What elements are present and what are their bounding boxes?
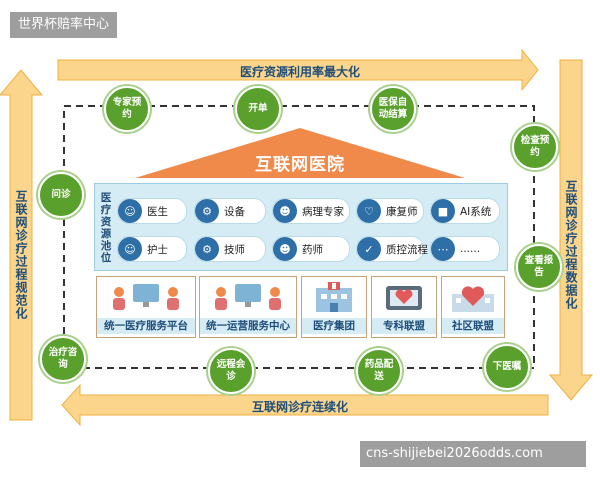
resource-pharmacist: ☻ 药师 — [272, 236, 350, 262]
monitor-people-icon — [113, 284, 179, 310]
card-community-alliance: 社区联盟 — [441, 276, 505, 338]
community-heart-icon — [452, 286, 494, 312]
circle-inquiry: 问诊 — [38, 172, 84, 218]
more-icon: ⋯ — [431, 237, 455, 261]
doctor-icon: ☺ — [118, 199, 142, 223]
circle-register: 开单 — [235, 86, 281, 132]
watermark-top: 世界杯赔率中心 — [10, 12, 118, 38]
quality-icon: ✓ — [357, 237, 381, 261]
resource-more: ⋯ ...... — [430, 236, 500, 262]
rehab-icon: ♡ — [357, 199, 381, 223]
card-specialty-alliance: 专科联盟 — [371, 276, 437, 338]
roof-title: 互联网医院 — [255, 155, 345, 175]
resource-pool-label: 医疗资源池位 — [100, 192, 112, 264]
right-bar-label: 互联网诊疗过程数据化 — [564, 180, 578, 310]
card-medical-service-platform: 统一医疗服务平台 — [96, 276, 196, 338]
circle-consult: 治疗咨询 — [40, 336, 86, 382]
circle-remote: 远程会诊 — [208, 348, 254, 394]
robot-icon: ■ — [431, 199, 455, 223]
resource-nurse: ☺ 护士 — [117, 236, 187, 262]
bottom-arrow — [61, 383, 549, 427]
circle-insurance: 医保自动结算 — [370, 86, 416, 132]
monitor-people-icon — [215, 284, 281, 310]
top-bar-label: 医疗资源利用率最大化 — [239, 65, 360, 79]
resource-equipment: ⚙ 设备 — [194, 198, 266, 224]
circle-order: 下医嘱 — [484, 344, 530, 390]
pharmacist-icon: ☻ — [273, 237, 297, 261]
resource-doctor: ☺ 医生 — [117, 198, 187, 224]
card-operation-center: 统一运营服务中心 — [199, 276, 297, 338]
resource-rehab: ♡ 康复师 — [356, 198, 424, 224]
technician-icon: ⚙ — [195, 237, 219, 261]
pathologist-icon: ☻ — [273, 199, 297, 223]
dashed-frame — [63, 105, 535, 369]
circle-report: 查看报告 — [516, 244, 562, 290]
resource-quality: ✓ 质控流程 — [356, 236, 428, 262]
watermark-bottom: cns-shijiebei2026odds.com — [360, 441, 586, 467]
resource-ai: ■ AI系统 — [430, 198, 500, 224]
resource-technician: ⚙ 技师 — [194, 236, 266, 262]
hospital-building-icon — [316, 282, 352, 312]
circle-checkup: 检查预约 — [512, 124, 558, 170]
equipment-icon: ⚙ — [195, 199, 219, 223]
bottom-bar-label: 互联网诊疗连续化 — [251, 400, 348, 414]
nurse-icon: ☺ — [118, 237, 142, 261]
top-arrow — [57, 48, 539, 92]
device-heart-icon — [386, 286, 422, 310]
circle-expert-appointment: 专家预约 — [104, 86, 150, 132]
left-bar-label: 互联网诊疗过程规范化 — [14, 190, 28, 320]
circle-delivery: 药品配送 — [356, 348, 402, 394]
right-arrow — [548, 59, 594, 401]
roof — [135, 128, 465, 178]
card-medical-group: 医疗集团 — [301, 276, 367, 338]
resource-pathologist: ☻ 病理专家 — [272, 198, 350, 224]
left-arrow — [0, 69, 44, 421]
